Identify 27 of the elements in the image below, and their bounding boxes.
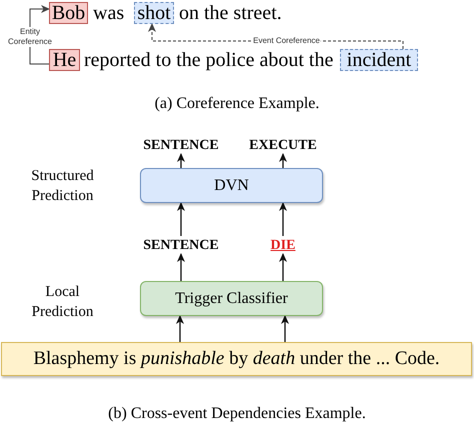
arrow — [176, 315, 184, 342]
figure-caption: (a) Coreference Example. — [154, 94, 320, 114]
level-label: Local Prediction — [30, 283, 94, 322]
event-mention-word: shot — [134, 2, 174, 24]
entity-mention-word: He — [49, 49, 80, 71]
edge-label: Event Coreference — [252, 36, 321, 46]
output-label: SENTENCE — [128, 136, 234, 154]
prediction-label: SENTENCE — [128, 236, 234, 254]
arrow — [279, 202, 287, 236]
output-label: EXECUTE — [236, 136, 330, 154]
event-mention-word: incident — [340, 49, 418, 71]
model-box: DVN — [140, 168, 323, 203]
entity-mention-word: Bob — [49, 2, 88, 24]
prediction-label: DIE — [256, 236, 310, 254]
sentence-text: reported to the police about the — [84, 48, 334, 73]
arrow — [279, 253, 287, 281]
sentence-box: Blasphemy is punishable by death under the ... Code. — [1, 342, 472, 376]
arrow — [177, 202, 185, 236]
arrow — [177, 253, 185, 281]
figure-caption: (b) Cross-event Dependencies Example. — [107, 404, 367, 424]
sentence-text: was — [93, 1, 126, 26]
arrow — [177, 153, 185, 168]
sentence-text: on the street. — [179, 1, 283, 26]
arrow — [281, 315, 289, 342]
arrow — [279, 153, 287, 168]
level-label: Structured Prediction — [30, 167, 95, 206]
classifier-box: Trigger Classifier — [140, 281, 323, 316]
